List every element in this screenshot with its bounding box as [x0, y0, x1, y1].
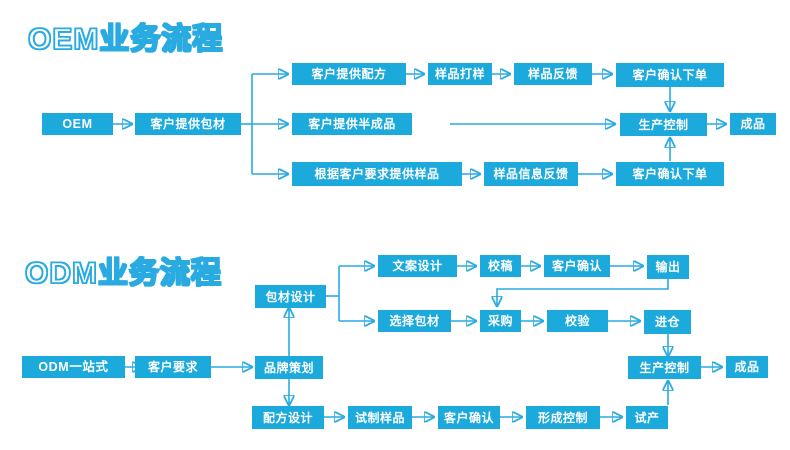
oem-node-row3-1[interactable]: 样品信息反馈 [484, 162, 578, 186]
oem-section-title: OEM业务流程 [27, 22, 224, 57]
odm-node-package-design[interactable]: 包材设计 [255, 285, 326, 308]
odm-node-row4-1[interactable]: 试制样品 [348, 406, 412, 429]
oem-node-row3-0[interactable]: 根据客户要求提供样品 [292, 162, 462, 186]
odm-node-row2-0[interactable]: 选择包材 [378, 310, 451, 332]
oem-node-row1-1[interactable]: 样品打样 [428, 63, 492, 85]
odm-node-production[interactable]: 生产控制 [628, 356, 701, 379]
odm-node-row4-2[interactable]: 客户确认 [438, 406, 500, 429]
odm-node-row2-3[interactable]: 进仓 [644, 310, 691, 334]
odm-node-start[interactable]: ODM一站式 [22, 356, 125, 378]
odm-node-row4-4[interactable]: 试产 [626, 406, 668, 429]
odm-node-row2-1[interactable]: 采购 [480, 310, 521, 332]
oem-node-production[interactable]: 生产控制 [620, 113, 707, 136]
odm-node-finished[interactable]: 成品 [726, 356, 768, 378]
odm-node-row1-3[interactable]: 输出 [647, 255, 689, 279]
oem-node-row1-2[interactable]: 样品反馈 [514, 63, 592, 85]
oem-node-finished[interactable]: 成品 [730, 113, 776, 135]
oem-node-row1-3[interactable]: 客户确认下单 [616, 63, 724, 87]
odm-node-branding[interactable]: 品牌策划 [255, 356, 323, 379]
odm-section-title: ODM业务流程 [24, 256, 222, 291]
oem-node-packaging[interactable]: 客户提供包材 [135, 113, 241, 135]
odm-node-row2-2[interactable]: 校验 [547, 310, 608, 332]
oem-node-start[interactable]: OEM [42, 113, 113, 135]
odm-node-row1-1[interactable]: 校稿 [480, 255, 521, 277]
odm-node-requirement[interactable]: 客户要求 [135, 356, 211, 378]
oem-node-row1-0[interactable]: 客户提供配方 [292, 63, 406, 85]
oem-node-row2-0[interactable]: 客户提供半成品 [292, 113, 412, 135]
odm-node-row4-0[interactable]: 配方设计 [252, 406, 324, 429]
oem-node-row3-2[interactable]: 客户确认下单 [616, 162, 724, 186]
odm-node-row4-3[interactable]: 形成控制 [526, 406, 600, 429]
odm-node-row1-0[interactable]: 文案设计 [378, 255, 457, 277]
odm-node-row1-2[interactable]: 客户确认 [544, 255, 610, 277]
